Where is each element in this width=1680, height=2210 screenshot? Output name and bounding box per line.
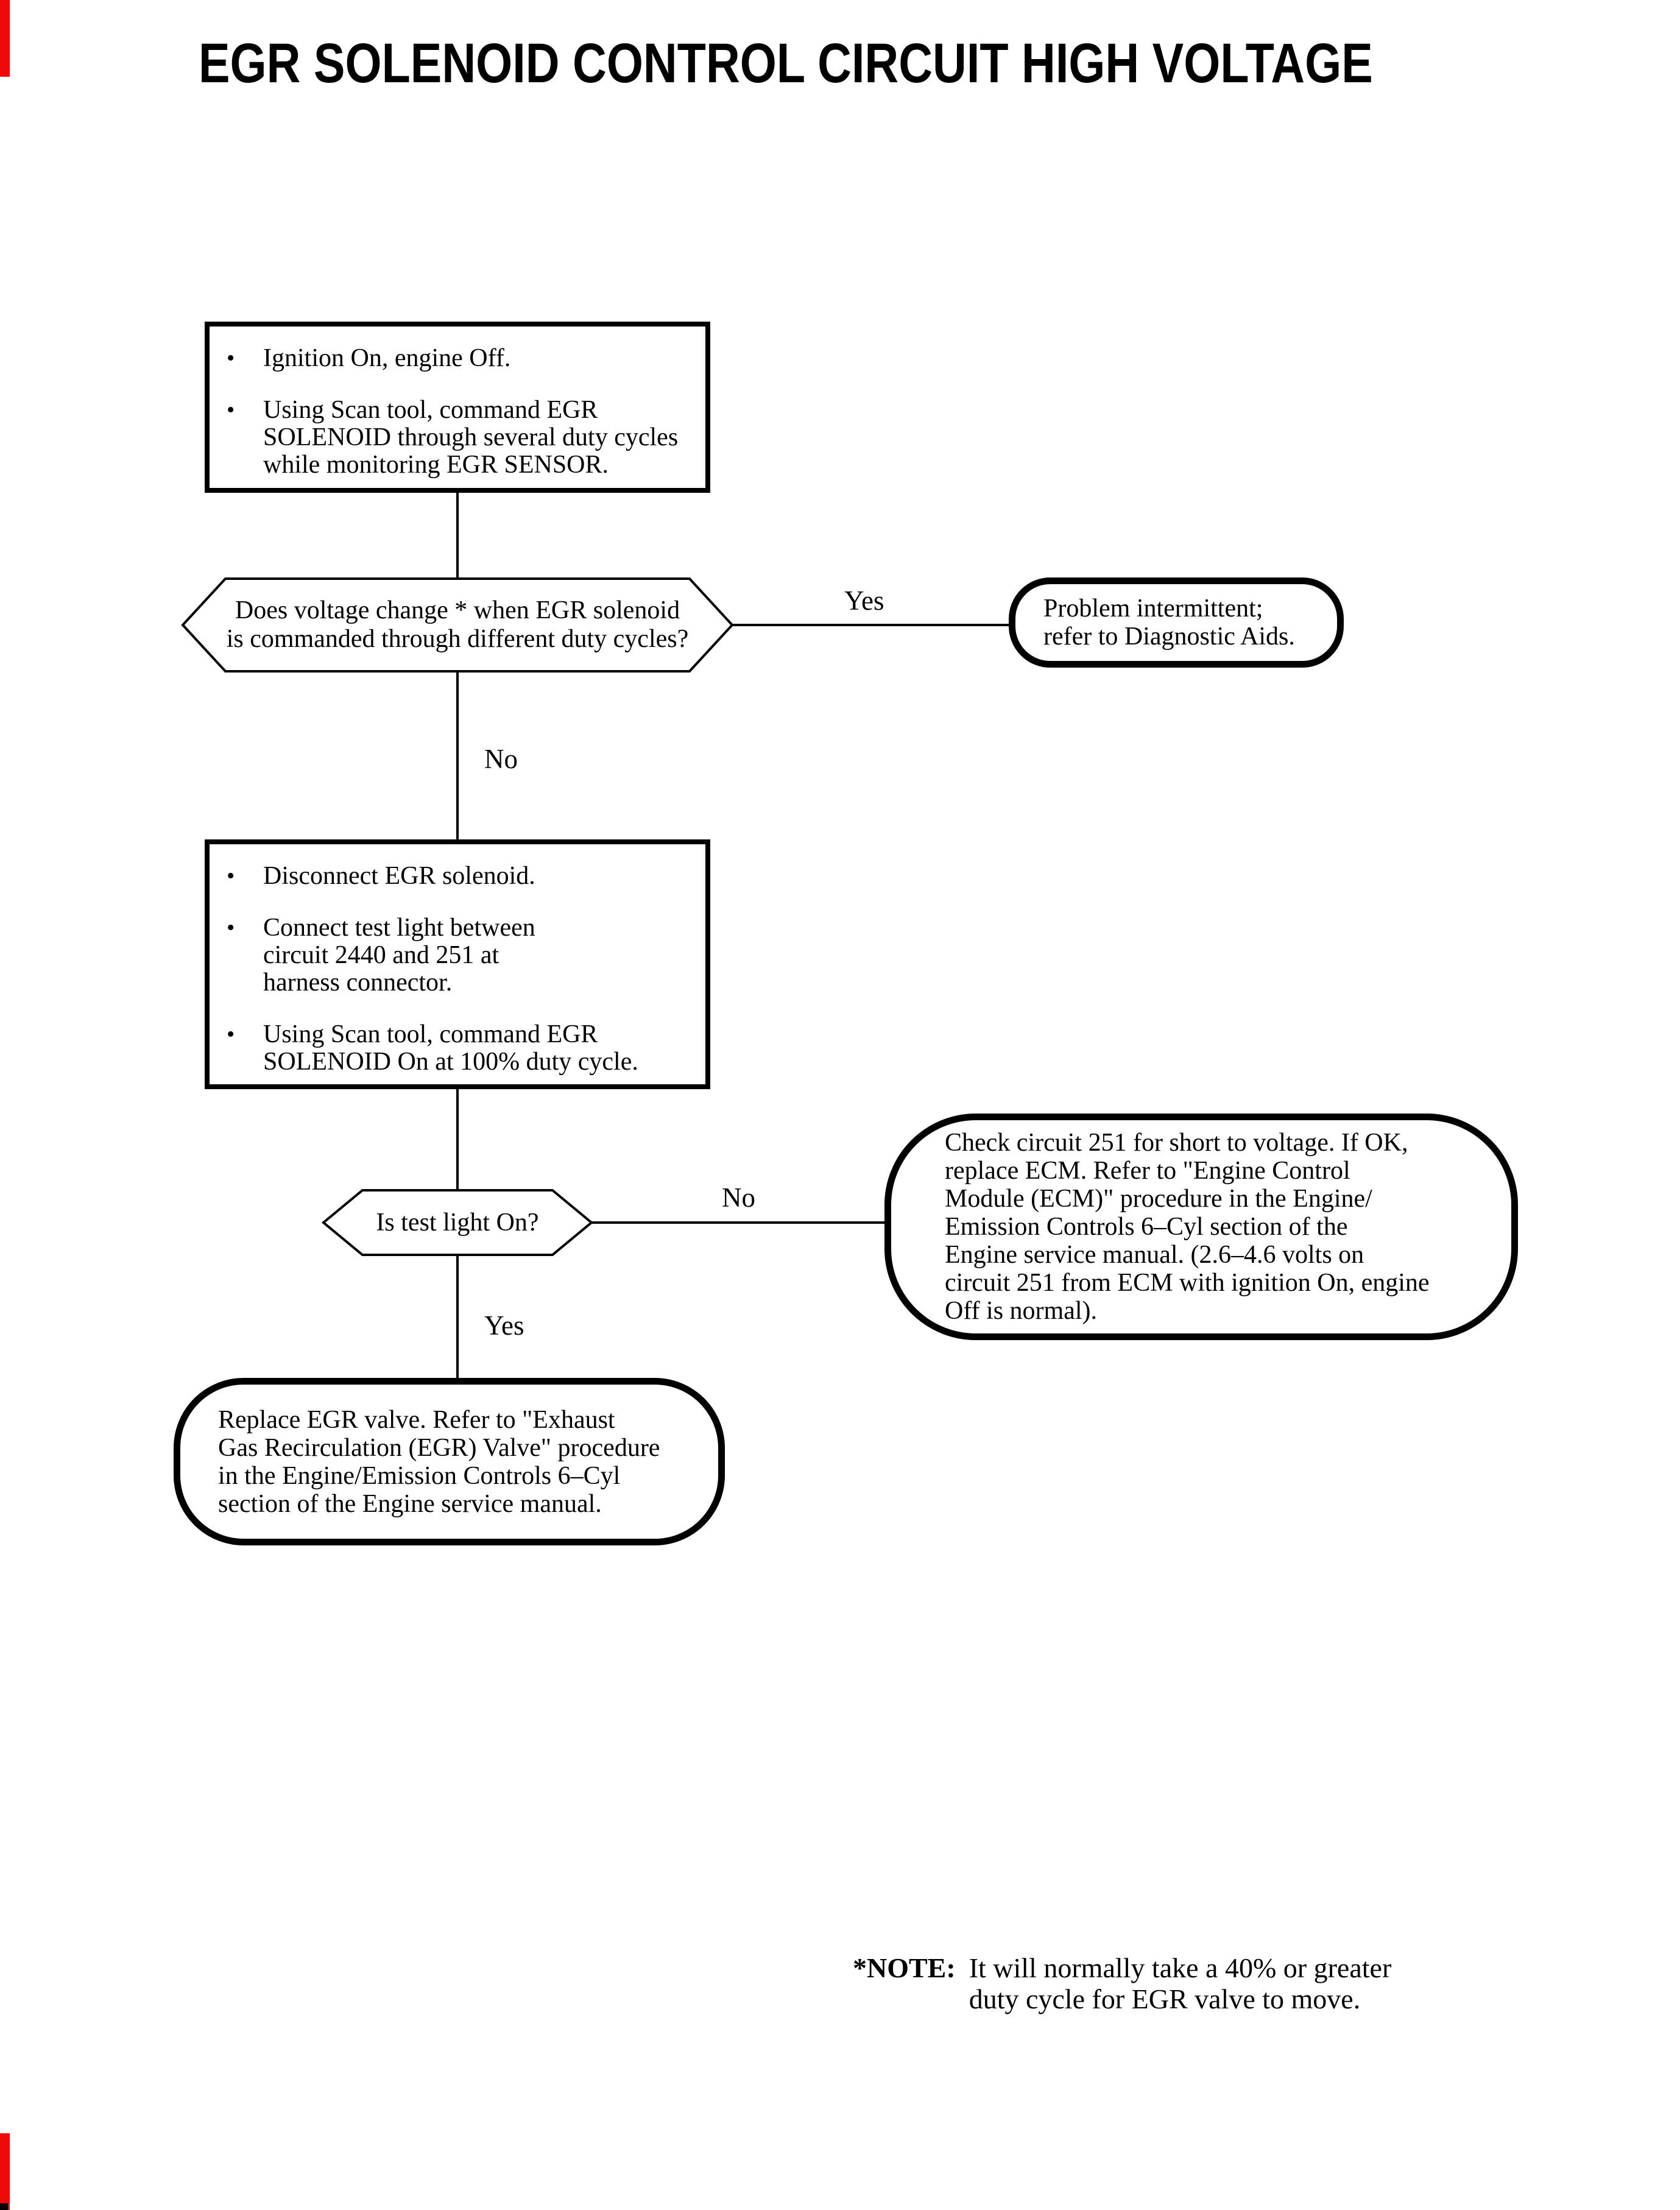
terminal-check-circuit-251: Check circuit 251 for short to voltage. … (884, 1114, 1518, 1340)
edge-label-no-2: No (722, 1182, 755, 1213)
step2-bullet-item: • Disconnect EGR solenoid. (227, 863, 701, 890)
step2-bullet-item: • Using Scan tool, command EGR SOLENOID … (227, 1021, 701, 1076)
step2-bullet-item: • Connect test light between circuit 244… (227, 914, 701, 997)
terminal-problem-intermittent-text: Problem intermittent; refer to Diagnosti… (1043, 595, 1295, 651)
step2-bullet1-text: Disconnect EGR solenoid. (263, 862, 535, 890)
scan-corner-artifact (0, 2203, 8, 2210)
bullet-marker-icon: • (227, 915, 235, 941)
step1-bullet2-text: Using Scan tool, command EGR SOLENOID th… (263, 396, 679, 479)
bullet-marker-icon: • (227, 397, 235, 423)
edge-label-yes-2: Yes (484, 1310, 524, 1341)
step1-bullet1-text: Ignition On, engine Off. (263, 344, 511, 372)
step-box-2: • Disconnect EGR solenoid. • Connect tes… (205, 839, 710, 1089)
bullet-marker-icon: • (227, 863, 235, 889)
footnote-label: *NOTE: (853, 1952, 956, 1983)
decision2-question: Is test light On? (376, 1208, 539, 1237)
scan-edge-mark-bottom (0, 2133, 10, 2210)
step2-bullet2-text: Connect test light between circuit 2440 … (263, 914, 535, 997)
decision2-hexagon (321, 1189, 594, 1256)
bullet-marker-icon: • (227, 1022, 235, 1047)
step1-bullet-item: • Ignition On, engine Off. (227, 345, 701, 372)
decision1-question: Does voltage change * when EGR solenoid … (226, 596, 689, 653)
footnote-text: It will normally take a 40% or greater d… (969, 1952, 1392, 2014)
bullet-marker-icon: • (227, 345, 235, 371)
terminal-replace-egr-valve: Replace EGR valve. Refer to "Exhaust Gas… (174, 1378, 725, 1545)
terminal-check-circuit-251-text: Check circuit 251 for short to voltage. … (945, 1129, 1430, 1325)
page-title: EGR SOLENOID CONTROL CIRCUIT HIGH VOLTAG… (199, 32, 1373, 94)
footnote: *NOTE: It will normally take a 40% or gr… (853, 1952, 1391, 2014)
edge-label-yes-1: Yes (844, 585, 884, 616)
terminal-replace-egr-valve-text: Replace EGR valve. Refer to "Exhaust Gas… (218, 1405, 660, 1518)
step2-bullet3-text: Using Scan tool, command EGR SOLENOID On… (263, 1020, 638, 1076)
step-box-1: • Ignition On, engine Off. • Using Scan … (205, 322, 710, 493)
terminal-problem-intermittent: Problem intermittent; refer to Diagnosti… (1009, 577, 1344, 668)
edge-label-no-1: No (484, 744, 518, 774)
step1-bullet-item: • Using Scan tool, command EGR SOLENOID … (227, 397, 701, 479)
scan-edge-mark-top (0, 0, 10, 77)
decision1-hexagon (181, 577, 734, 673)
